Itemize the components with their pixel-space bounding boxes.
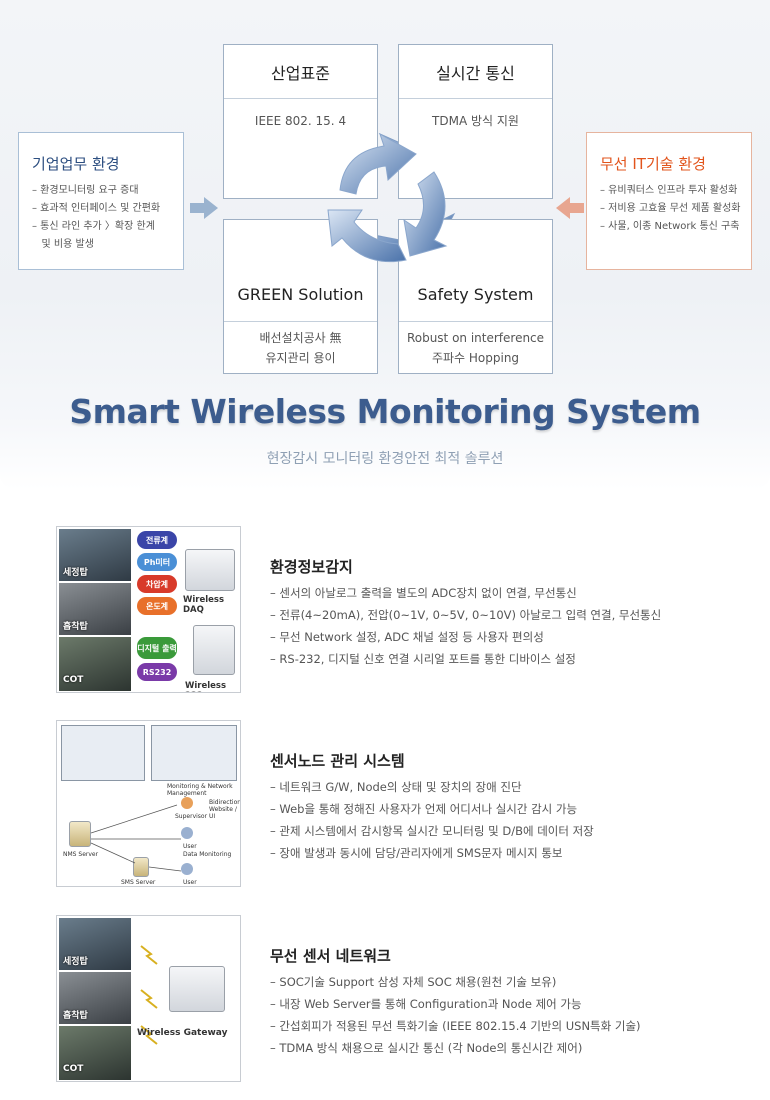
wireless-gateway-device <box>169 966 225 1012</box>
right-arrow-icon <box>190 197 218 219</box>
plant-photo <box>59 583 131 635</box>
node-management-image: Monitoring & Network Management Supervis… <box>56 720 241 887</box>
network-lines <box>90 797 193 875</box>
feature-item: – 장애 발생과 동시에 담당/관리자에게 SMS문자 메시지 통보 <box>270 846 563 860</box>
photo-label: COT <box>63 675 84 685</box>
plant-photo <box>59 918 131 970</box>
industry-standard-body: IEEE 802. 15. 4 <box>254 114 347 128</box>
page-title: Smart Wireless Monitoring System <box>69 392 701 431</box>
realtime-comm-body: TDMA 방식 지원 <box>432 114 519 128</box>
realtime-comm-box: 실시간 통신 TDMA 방식 지원 <box>398 44 553 199</box>
safety-system-line: 주파수 Hopping <box>431 351 520 365</box>
current-meter-pill: 전류계 <box>137 531 177 549</box>
realtime-comm-title: 실시간 통신 <box>399 45 552 99</box>
business-environment-title: 기업업무 환경 <box>32 155 120 173</box>
feature-item: – 간섭회피가 적용된 무선 특화기술 (IEEE 802.15.4 기반의 U… <box>270 1019 641 1033</box>
feature-item: – 관제 시스템에서 감시항목 실시간 모니터링 및 D/B에 데이터 저장 <box>270 824 594 838</box>
diagram-label: Data Monitoring <box>183 851 232 858</box>
wireless-daq-caption: Wireless DAQ <box>183 595 225 615</box>
environment-sensing-image: 세정탑 흡착탑 COT 전류계 Ph미터 차압계 온도계 디지털 출력 RS23… <box>56 526 241 693</box>
wireless-gateway-caption: Wireless Gateway <box>137 1028 228 1038</box>
feature-item: – 무선 Network 설정, ADC 채널 설정 등 사용자 편의성 <box>270 630 544 644</box>
feature-title: 환경정보감지 <box>270 558 353 576</box>
wireless-232-device <box>193 625 235 675</box>
thermometer-pill: 온도계 <box>137 597 177 615</box>
monitoring-screen <box>151 725 237 781</box>
diagram-label: User <box>183 879 197 886</box>
lightning-icon <box>140 945 158 1045</box>
photo-label: COT <box>63 1064 84 1074</box>
diagram-label: NMS Server <box>63 851 99 858</box>
diagram-label: Supervisor <box>175 813 208 820</box>
ph-meter-pill: Ph미터 <box>137 553 177 571</box>
plant-photo <box>59 529 131 581</box>
feature-item: – Web을 통해 정해진 사용자가 언제 어디서나 실시간 감시 가능 <box>270 802 578 816</box>
diagram-label: SMS Server <box>121 879 156 886</box>
plant-photo <box>59 1026 131 1080</box>
diagram-label: Monitoring & Network Management <box>167 783 233 797</box>
feature-item: – 센서의 아날로그 출력을 별도의 ADC장치 없이 연결, 무선통신 <box>270 586 577 600</box>
business-environment-item: – 환경모니터링 요구 증대 <box>32 185 139 196</box>
green-solution-title: GREEN Solution <box>224 268 377 322</box>
pressure-meter-pill: 차압계 <box>137 575 177 593</box>
business-environment-item: – 효과적 인터페이스 및 간편화 <box>32 203 161 214</box>
wireless-232-caption: Wireless 232 <box>185 681 227 692</box>
safety-system-box: Safety System Robust on interference 주파수… <box>398 219 553 374</box>
photo-label: 세정탑 <box>63 957 88 967</box>
feature-sensor-node-management: Monitoring & Network Management Supervis… <box>0 720 770 890</box>
feature-environment-sensing: 세정탑 흡착탑 COT 전류계 Ph미터 차압계 온도계 디지털 출력 RS23… <box>0 526 770 696</box>
plant-photo <box>59 972 131 1024</box>
safety-system-title: Safety System <box>399 268 552 322</box>
feature-item: – SOC기술 Support 삼성 자체 SOC 채용(원천 기술 보유) <box>270 975 557 989</box>
feature-item: – 전류(4~20mA), 전압(0~1V, 0~5V, 0~10V) 아날로그… <box>270 608 662 622</box>
feature-title: 센서노드 관리 시스템 <box>270 752 405 770</box>
green-solution-line: 유지관리 용이 <box>265 351 336 365</box>
feature-item: – 내장 Web Server를 통해 Configuration과 Node … <box>270 997 582 1011</box>
wireless-it-title: 무선 IT기술 환경 <box>600 155 706 173</box>
feature-wireless-sensor-network: 세정탑 흡착탑 COT Wireless Gateway 무선 센서 네트워크 … <box>0 915 770 1085</box>
feature-item: – 네트워크 G/W, Node의 상태 및 장치의 장애 진단 <box>270 780 522 794</box>
recycle-arrows-icon <box>327 132 448 263</box>
industry-standard-title: 산업표준 <box>224 45 377 99</box>
wireless-it-item: – 저비용 고효율 무선 제품 활성화 <box>600 203 741 214</box>
wireless-daq-device <box>185 549 235 591</box>
green-solution-box: GREEN Solution 배선설치공사 無 유지관리 용이 <box>223 219 378 374</box>
monitoring-screen <box>61 725 145 781</box>
safety-system-body: Robust on interference 주파수 Hopping <box>399 322 552 374</box>
diagram-label: User <box>183 843 197 850</box>
diagram-label: Bidirectional Website / UI <box>209 799 241 820</box>
server-icon <box>69 821 91 847</box>
server-icon <box>133 857 149 877</box>
plant-photo <box>59 637 131 691</box>
wireless-it-item: – 유비쿼터스 인프라 투자 활성화 <box>600 185 738 196</box>
wireless-network-image: 세정탑 흡착탑 COT Wireless Gateway <box>56 915 241 1082</box>
business-environment-panel: 기업업무 환경 – 환경모니터링 요구 증대 – 효과적 인터페이스 및 간편화… <box>18 132 184 270</box>
feature-item: – RS-232, 디지털 신호 연결 시리얼 포트를 통한 디바이스 설정 <box>270 652 576 666</box>
green-solution-body: 배선설치공사 無 유지관리 용이 <box>224 322 377 374</box>
feature-title: 무선 센서 네트워크 <box>270 947 391 965</box>
wireless-it-panel: 무선 IT기술 환경 – 유비쿼터스 인프라 투자 활성화 – 저비용 고효율 … <box>586 132 752 270</box>
digital-output-pill: 디지털 출력 <box>137 637 177 659</box>
page-subtitle: 현장감시 모니터링 환경안전 최적 솔루션 <box>266 451 504 467</box>
business-environment-item: – 통신 라인 추가 〉확장 한계 <box>32 221 155 232</box>
feature-item: – TDMA 방식 채용으로 실시간 통신 (각 Node의 통신시간 제어) <box>270 1041 583 1055</box>
safety-system-line: Robust on interference <box>406 331 545 345</box>
left-arrow-icon <box>556 197 584 219</box>
photo-label: 흡착탑 <box>63 1011 88 1021</box>
rs232-pill: RS232 <box>137 663 177 681</box>
green-solution-line: 배선설치공사 無 <box>259 331 342 345</box>
business-environment-item: 및 비용 발생 <box>32 239 94 250</box>
wireless-it-item: – 사물, 이종 Network 통신 구축 <box>600 221 740 232</box>
photo-label: 세정탑 <box>63 568 88 578</box>
photo-label: 흡착탑 <box>63 622 88 632</box>
